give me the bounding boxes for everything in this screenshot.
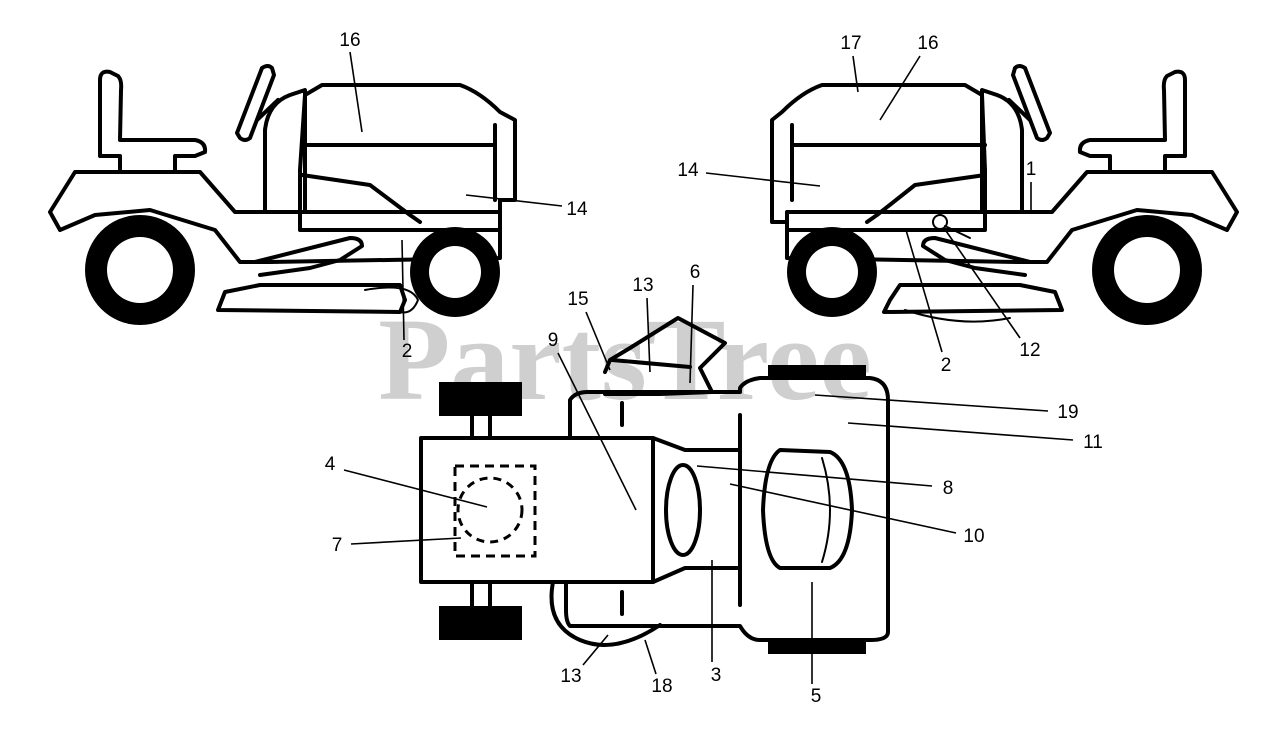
dash-left [263,88,307,212]
chute-inner-line [610,358,692,369]
hood-left [298,83,517,232]
callout-label: 7 [332,535,343,556]
leader-line [847,422,1074,441]
front-tire-top-upper [768,365,866,380]
callout-label: 2 [941,355,952,376]
hood-side-line-left [300,173,422,224]
rear-hub-left [107,237,173,303]
callout-label: 12 [1019,340,1040,361]
leader-line [943,227,1021,339]
steering-wheel-right [1011,64,1052,142]
callout-label: 8 [943,478,954,499]
seat-right [1077,69,1187,174]
engine-cover-inner [821,457,831,563]
steering-wheel-top [664,463,702,557]
callout-label: 3 [711,665,722,686]
seat-left [98,69,208,174]
hood-right [770,83,987,232]
callout-label: 13 [632,275,653,296]
leader-line [905,229,943,353]
callout-label: 16 [339,30,360,51]
front-hub-left [429,246,481,298]
deck-chute-left [364,286,419,314]
leader-line [350,537,462,545]
callout-label: 6 [690,262,701,283]
callout-label: 10 [963,526,984,547]
callouts-top-view: 15 13 6 9 4 7 19 11 8 10 13 18 3 5 [325,262,1103,707]
leader-line [557,352,637,511]
rear-hub-right [1114,237,1180,303]
front-hub-right [806,246,858,298]
pedal-right [921,236,1032,277]
lever-knob-right [932,214,948,230]
callout-label: 18 [651,676,672,697]
leader-line [349,51,363,133]
engine-cover-top [761,448,854,570]
callout-label: 1 [1026,159,1037,180]
callout-label: 14 [566,199,588,220]
leader-line [814,394,1049,412]
steering-wheel-left [235,64,276,142]
callouts-right-view: 17 16 14 1 2 12 [677,33,1040,376]
rear-body-top [419,436,655,584]
dash-right [980,88,1024,212]
rear-tire-top-upper [439,382,522,416]
callout-label: 9 [548,330,559,351]
leader-line [401,239,405,341]
leader-line [644,639,657,675]
callout-label: 4 [325,454,336,475]
front-tire-top-lower [768,640,866,654]
leader-line [689,284,694,384]
callouts-left-view: 16 14 2 [339,30,588,362]
deck-arc-lower [549,580,662,647]
leader-line [343,469,488,508]
leader-line [705,172,821,187]
pedal-left [253,236,364,277]
callout-label: 11 [1083,432,1103,453]
callout-label: 16 [917,33,938,54]
callout-label: 13 [560,666,581,687]
leader-line [465,194,563,207]
callout-label: 14 [677,160,699,181]
tractor-right-side-view [770,64,1239,325]
callout-label: 15 [567,289,588,310]
callout-label: 19 [1057,402,1078,423]
seat-outline-dashed [453,464,537,558]
body-left [48,170,502,264]
leader-line [729,483,957,534]
leader-line [696,465,933,487]
leader-line [852,55,859,93]
callout-label: 17 [840,33,861,54]
callout-label: 5 [811,686,822,707]
body-right [785,170,1239,264]
tractor-left-side-view [48,64,517,325]
callout-label: 2 [402,341,413,362]
seat-circle-dashed [456,476,524,544]
lever-arm-right [944,225,971,239]
leader-line [582,634,609,666]
deck-chute-right [904,309,1011,323]
leader-line [879,55,921,121]
leader-line [646,297,651,373]
leader-line [585,311,611,371]
rear-tire-top-lower [439,606,522,640]
hood-side-line-right [865,173,987,224]
mower-deck-right [882,283,1064,314]
